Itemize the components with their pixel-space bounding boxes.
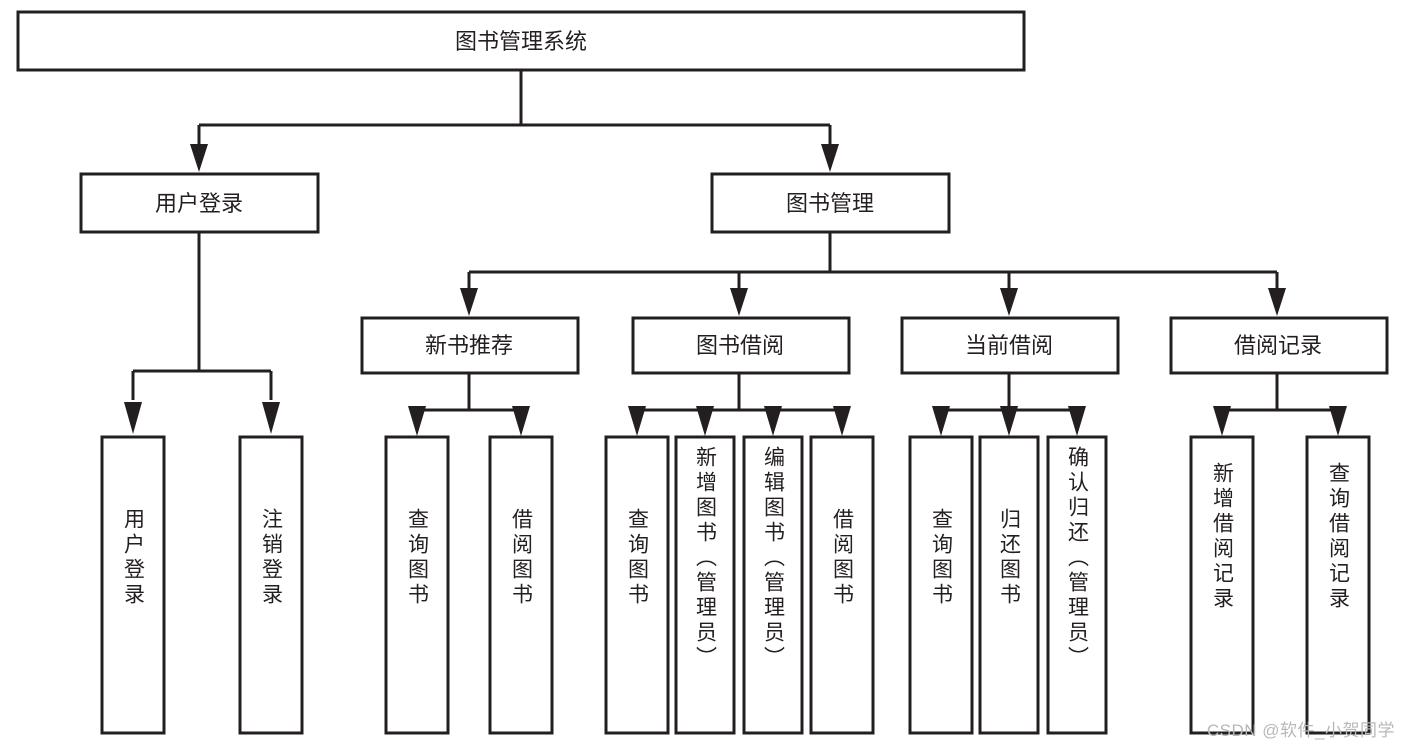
leaf-book-borrow-borrow-box[interactable] <box>809 435 875 735</box>
leaf-book-borrow-borrow[interactable]: 借阅图书 <box>809 435 875 735</box>
leaf-book-borrow-add-label: 新增图书（管理员） <box>694 446 718 671</box>
leaf-book-borrow-query-box[interactable] <box>604 435 670 735</box>
node-borrow-record-box[interactable] <box>1169 316 1389 375</box>
leaf-user-login-logout[interactable]: 注销登录 <box>238 435 304 735</box>
node-book-management-label: 图书管理 <box>786 191 874 216</box>
leaf-book-borrow-borrow-label: 借阅图书 <box>831 508 855 608</box>
arrowhead-currentborrow-leaf-2 <box>1000 406 1018 436</box>
leaf-borrow-record-query[interactable]: 查询借阅记录 <box>1305 435 1371 735</box>
node-book-borrow[interactable]: 图书借阅 <box>631 316 851 375</box>
leaf-borrow-record-add[interactable]: 新增借阅记录 <box>1189 435 1255 735</box>
arrowhead-user-login <box>190 144 208 172</box>
arrowhead-currentborrow-leaf-3 <box>1068 406 1086 436</box>
leaf-borrow-record-query-box[interactable] <box>1305 435 1371 735</box>
arrowhead-bookborrow-leaf-2 <box>696 406 714 436</box>
leaf-book-borrow-edit[interactable]: 编辑图书（管理员） <box>742 435 804 735</box>
arrowhead-bookborrow-leaf-1 <box>628 406 646 436</box>
node-book-borrow-label: 图书借阅 <box>696 333 784 358</box>
arrowhead-newbook-leaf-2 <box>512 406 530 436</box>
arrowhead-newbook-leaf-1 <box>408 406 426 436</box>
leaf-book-borrow-add-box[interactable] <box>674 435 736 735</box>
leaf-current-borrow-confirm-box[interactable] <box>1046 435 1108 735</box>
leaf-book-borrow-add[interactable]: 新增图书（管理员） <box>674 435 736 735</box>
node-current-borrow-box[interactable] <box>900 316 1120 375</box>
arrowhead-borrowrecord-leaf-2 <box>1329 406 1347 436</box>
leaf-book-borrow-query[interactable]: 查询图书 <box>604 435 670 735</box>
arrowhead-leaf-user-login <box>124 402 142 434</box>
node-root-label: 图书管理系统 <box>455 29 587 54</box>
leaf-new-book-borrow-label: 借阅图书 <box>510 508 534 608</box>
node-user-login-label: 用户登录 <box>155 191 243 216</box>
node-new-book-recommend-box[interactable] <box>360 316 580 375</box>
arrowhead-borrow-record <box>1268 288 1286 316</box>
arrowhead-bookborrow-leaf-4 <box>833 406 851 436</box>
node-root[interactable]: 图书管理系统 <box>16 10 1026 72</box>
node-new-book-recommend[interactable]: 新书推荐 <box>360 316 580 375</box>
leaf-user-login-login-box[interactable] <box>100 435 166 735</box>
leaf-current-borrow-return-box[interactable] <box>978 435 1040 735</box>
node-book-management[interactable]: 图书管理 <box>710 172 951 234</box>
arrowhead-current-borrow <box>1000 288 1018 316</box>
leaf-current-borrow-query-box[interactable] <box>908 435 974 735</box>
leaf-current-borrow-return-label: 归还图书 <box>998 508 1022 608</box>
node-current-borrow[interactable]: 当前借阅 <box>900 316 1120 375</box>
leaf-user-login-logout-box[interactable] <box>238 435 304 735</box>
leaf-borrow-record-query-label: 查询借阅记录 <box>1327 462 1351 612</box>
leaf-borrow-record-add-box[interactable] <box>1189 435 1255 735</box>
node-user-login-box[interactable] <box>79 172 320 234</box>
leaf-new-book-query[interactable]: 查询图书 <box>384 435 450 735</box>
arrowhead-borrowrecord-leaf-1 <box>1213 406 1231 436</box>
edges-layer <box>124 70 1347 436</box>
leaf-current-borrow-confirm-label: 确认归还（管理员） <box>1066 446 1090 671</box>
leaf-user-login-logout-label: 注销登录 <box>260 508 284 608</box>
leaf-book-borrow-edit-box[interactable] <box>742 435 804 735</box>
leaf-current-borrow-query[interactable]: 查询图书 <box>908 435 974 735</box>
arrowhead-leaf-logout <box>262 402 280 434</box>
node-current-borrow-label: 当前借阅 <box>965 333 1053 358</box>
leaf-current-borrow-query-label: 查询图书 <box>930 508 954 608</box>
leaf-new-book-borrow[interactable]: 借阅图书 <box>488 435 554 735</box>
node-new-book-recommend-label: 新书推荐 <box>425 333 513 358</box>
leaf-current-borrow-confirm[interactable]: 确认归还（管理员） <box>1046 435 1108 735</box>
node-book-management-box[interactable] <box>710 172 951 234</box>
leaf-new-book-query-label: 查询图书 <box>406 508 430 608</box>
arrowhead-new-book <box>460 288 478 316</box>
node-book-borrow-box[interactable] <box>631 316 851 375</box>
node-root-box[interactable] <box>16 10 1026 72</box>
node-user-login[interactable]: 用户登录 <box>79 172 320 234</box>
node-borrow-record[interactable]: 借阅记录 <box>1169 316 1389 375</box>
leaf-book-borrow-query-label: 查询图书 <box>626 508 650 608</box>
arrowhead-currentborrow-leaf-1 <box>932 406 950 436</box>
arrowhead-bookborrow-leaf-3 <box>764 406 782 436</box>
leaf-new-book-borrow-box[interactable] <box>488 435 554 735</box>
leaf-borrow-record-add-label: 新增借阅记录 <box>1211 462 1235 612</box>
leaf-new-book-query-box[interactable] <box>384 435 450 735</box>
node-borrow-record-label: 借阅记录 <box>1234 333 1322 358</box>
leaf-book-borrow-edit-label: 编辑图书（管理员） <box>762 446 786 671</box>
leaf-user-login-login-label: 用户登录 <box>122 508 146 608</box>
leaf-current-borrow-return[interactable]: 归还图书 <box>978 435 1040 735</box>
leaf-user-login-login[interactable]: 用户登录 <box>100 435 166 735</box>
arrowhead-book-mgmt <box>821 144 839 172</box>
arrowhead-book-borrow <box>730 288 748 316</box>
